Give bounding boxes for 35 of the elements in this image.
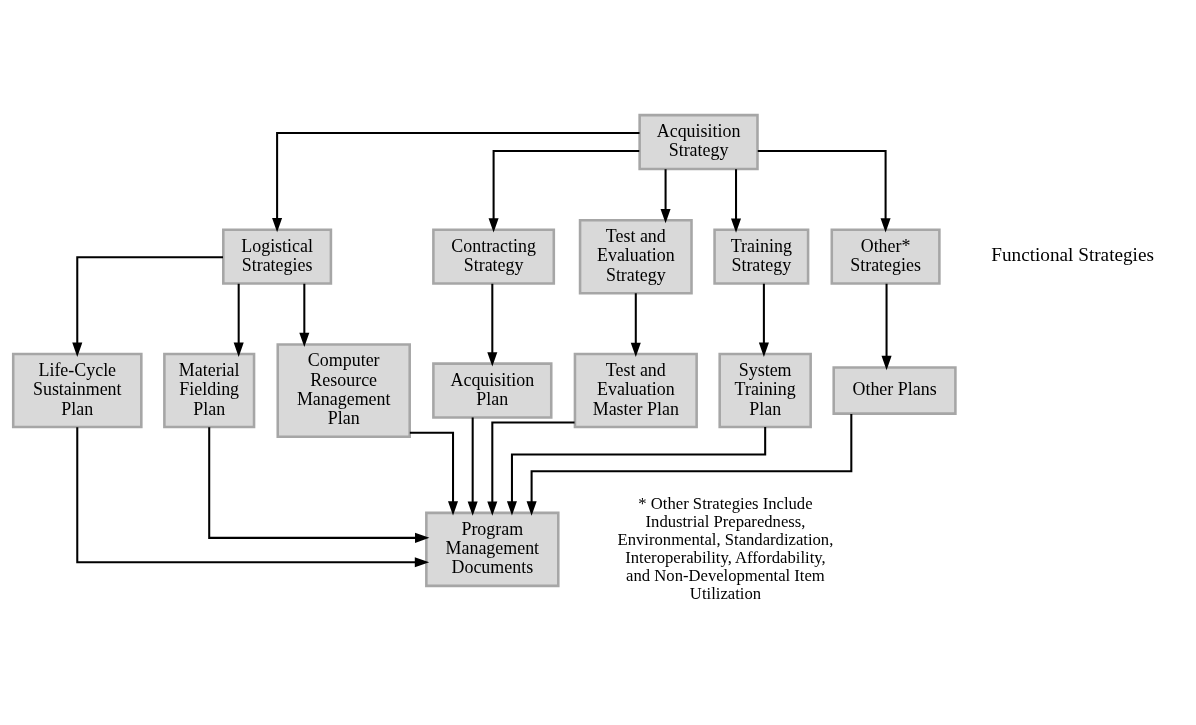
arrow — [660, 168, 671, 223]
arrow — [467, 417, 478, 516]
arrow — [488, 149, 640, 233]
node-box: Test and Evaluation Master Plan — [573, 352, 698, 428]
arrow — [76, 426, 430, 567]
node-box: Other Plans — [832, 365, 957, 415]
arrow — [72, 255, 223, 357]
node-box: Other* Strategies — [830, 228, 941, 285]
node-box: Computer Resource Management Plan — [276, 342, 411, 438]
node-box: Training Strategy — [713, 228, 810, 285]
label: Functional Strategies — [991, 243, 1154, 265]
node-box: Acquisition Plan — [432, 361, 553, 419]
arrow — [487, 421, 575, 516]
arrow — [409, 431, 459, 516]
node-box: Program Management Documents — [425, 511, 560, 587]
node-box: Contracting Strategy — [432, 228, 556, 285]
arrow — [526, 413, 853, 516]
arrow — [233, 283, 244, 357]
node-box: Material Fielding Plan — [163, 352, 256, 428]
arrow — [506, 426, 767, 516]
node-box: Logistical Strategies — [222, 228, 333, 285]
arrow — [630, 292, 641, 357]
arrow — [731, 168, 742, 233]
arrow — [487, 283, 498, 367]
arrow — [881, 283, 892, 370]
label: * Other Strategies Include Industrial Preparedness, Environmental, Standardization, Interoperability, Affordability, and Non-Developmental Item Utilization — [617, 493, 834, 603]
arrow — [757, 149, 891, 233]
node-box: Acquisition Strategy — [638, 113, 759, 170]
arrow — [208, 426, 430, 543]
node-box: Life-Cycle Sustainment Plan — [11, 352, 143, 428]
arrow — [758, 283, 769, 357]
arrow — [272, 131, 640, 232]
node-box: Test and Evaluation Strategy — [578, 218, 693, 294]
arrow — [299, 283, 310, 347]
node-box: System Training Plan — [718, 352, 812, 428]
